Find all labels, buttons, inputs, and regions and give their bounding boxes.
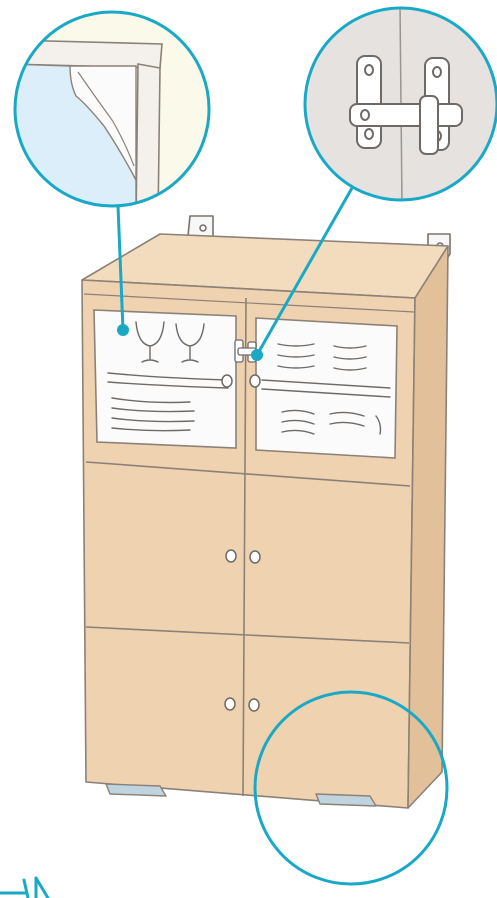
glass-panel-left bbox=[94, 310, 236, 448]
glass-panel-right bbox=[256, 318, 397, 458]
partial-arrow-icon bbox=[0, 878, 48, 898]
door-latch-detail-icon bbox=[300, 5, 497, 205]
cabinet-side bbox=[408, 246, 448, 808]
window-film-detail-icon bbox=[10, 10, 220, 220]
